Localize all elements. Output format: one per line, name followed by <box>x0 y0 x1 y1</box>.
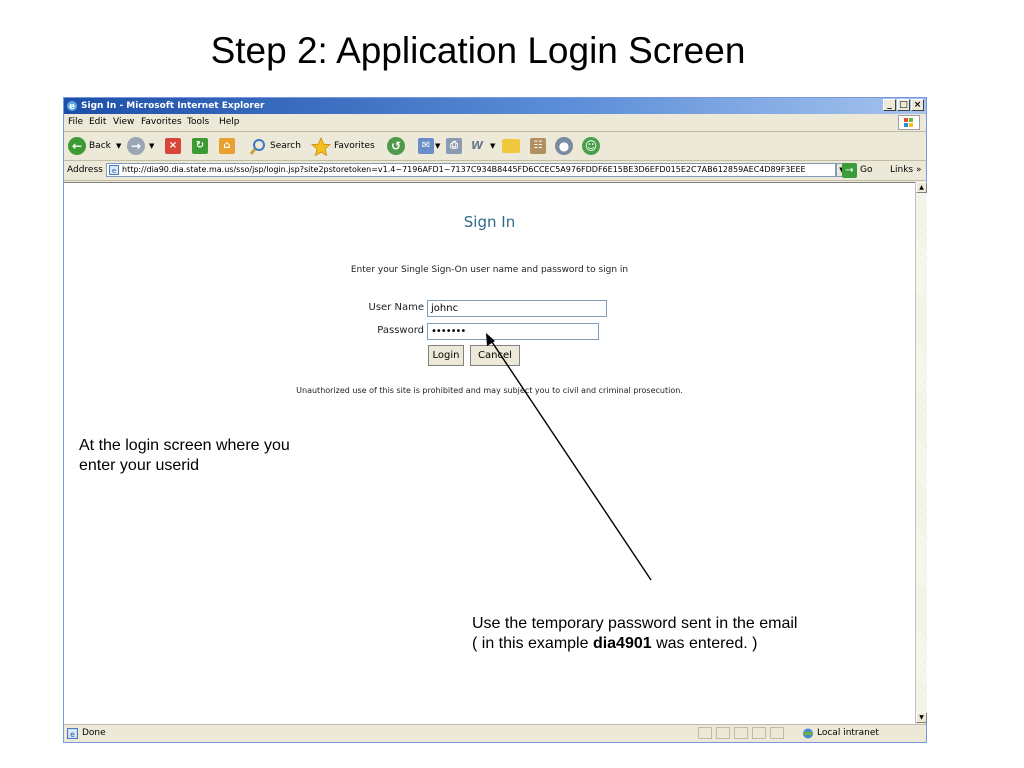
status-pane <box>770 727 784 739</box>
print-icon[interactable]: ⎙ <box>446 138 462 154</box>
svg-text:e: e <box>112 167 116 175</box>
password-note: Use the temporary password sent in the e… <box>472 614 797 654</box>
edit-word-icon[interactable]: W <box>471 139 484 152</box>
search-button-label[interactable]: Search <box>270 141 301 151</box>
status-text: Done <box>82 728 106 738</box>
address-bar: Address e http://dia90.dia.state.ma.us/s… <box>64 161 926 181</box>
refresh-icon[interactable]: ↻ <box>192 138 208 154</box>
search-icon[interactable] <box>249 138 267 156</box>
messenger-chat-icon[interactable]: ● <box>555 137 573 155</box>
back-dropdown-icon[interactable]: ▼ <box>116 142 122 150</box>
password-note-line: ( in this example dia4901 was entered. ) <box>472 634 797 654</box>
status-page-icon: e <box>67 728 78 739</box>
mail-icon[interactable]: ✉ <box>418 138 434 154</box>
status-bar: e Done Local intranet <box>64 724 926 742</box>
home-icon[interactable]: ⌂ <box>219 138 235 154</box>
status-pane <box>752 727 766 739</box>
login-note-line: enter your userid <box>79 457 200 474</box>
window-titlebar[interactable]: e Sign In - Microsoft Internet Explorer … <box>64 98 926 114</box>
password-input[interactable]: ••••••• <box>427 323 599 340</box>
scroll-up-icon[interactable]: ▲ <box>916 182 927 193</box>
folder-icon[interactable] <box>502 139 520 153</box>
username-input[interactable]: johnc <box>427 300 607 317</box>
svg-text:e: e <box>70 730 75 739</box>
links-button[interactable]: Links » <box>890 161 922 180</box>
windows-logo-icon <box>898 115 920 130</box>
toolbar: ← Back ▼ → ▼ × ↻ ⌂ Search Favorites ↺ ✉ … <box>64 132 926 161</box>
favorites-star-icon[interactable] <box>311 137 331 157</box>
svg-text:e: e <box>69 102 75 112</box>
favorites-button-label[interactable]: Favorites <box>334 141 375 151</box>
login-note: At the login screen where you enter your… <box>79 436 290 476</box>
menu-favorites[interactable]: Favorites <box>141 117 182 127</box>
back-arrow-icon[interactable]: ← <box>68 137 86 155</box>
links-label: Links <box>890 165 914 175</box>
stop-icon[interactable]: × <box>165 138 181 154</box>
window-title: Sign In - Microsoft Internet Explorer <box>81 101 265 111</box>
password-note-prefix: ( in this example <box>472 635 593 652</box>
local-intranet-icon <box>803 728 813 739</box>
vertical-scrollbar[interactable]: ▲ ▼ <box>915 182 927 723</box>
temp-password-value: dia4901 <box>592 635 652 652</box>
messenger-buddy-icon[interactable]: ☺ <box>582 137 600 155</box>
cancel-button[interactable]: Cancel <box>470 345 520 366</box>
links-chevron-icon: » <box>916 165 922 175</box>
go-arrow-icon[interactable]: → <box>842 163 857 178</box>
forward-arrow-icon[interactable]: → <box>127 137 145 155</box>
address-label: Address <box>67 165 103 175</box>
scroll-down-icon[interactable]: ▼ <box>916 712 927 723</box>
password-label: Password <box>377 325 424 336</box>
login-button[interactable]: Login <box>428 345 464 366</box>
username-label: User Name <box>368 302 424 313</box>
research-icon[interactable]: ☷ <box>530 138 546 154</box>
edit-dropdown-icon[interactable]: ▼ <box>490 142 496 150</box>
menu-edit[interactable]: Edit <box>89 117 107 127</box>
page-icon: e <box>109 165 119 175</box>
status-pane <box>734 727 748 739</box>
sign-in-instructions: Enter your Single Sign-On user name and … <box>350 265 629 275</box>
go-button-label[interactable]: Go <box>860 165 873 175</box>
close-button[interactable]: × <box>911 99 924 111</box>
login-note-line: At the login screen where you <box>79 437 290 454</box>
history-icon[interactable]: ↺ <box>387 137 405 155</box>
password-note-line: Use the temporary password sent in the e… <box>472 615 798 632</box>
address-url: http://dia90.dia.state.ma.us/sso/jsp/log… <box>122 165 806 174</box>
mail-dropdown-icon[interactable]: ▼ <box>435 142 441 150</box>
status-pane <box>698 727 712 739</box>
forward-dropdown-icon[interactable]: ▼ <box>149 142 155 150</box>
maximize-button[interactable]: □ <box>897 99 910 111</box>
minimize-button[interactable]: _ <box>883 99 896 111</box>
sign-in-heading: Sign In <box>463 213 516 231</box>
internet-explorer-icon: e <box>67 101 77 112</box>
security-zone: Local intranet <box>817 728 879 738</box>
menu-tools[interactable]: Tools <box>187 117 210 127</box>
menu-file[interactable]: File <box>68 117 84 127</box>
menu-view[interactable]: View <box>113 117 135 127</box>
slide-title: Step 2: Application Login Screen <box>210 30 746 71</box>
back-button-label[interactable]: Back <box>89 141 111 151</box>
disclaimer-text: Unauthorized use of this site is prohibi… <box>296 386 683 395</box>
status-pane <box>716 727 730 739</box>
address-input[interactable]: e http://dia90.dia.state.ma.us/sso/jsp/l… <box>106 163 836 177</box>
menu-bar: File Edit View Favorites Tools Help <box>64 114 926 132</box>
password-note-suffix: was entered. ) <box>651 635 758 652</box>
menu-help[interactable]: Help <box>219 117 240 127</box>
